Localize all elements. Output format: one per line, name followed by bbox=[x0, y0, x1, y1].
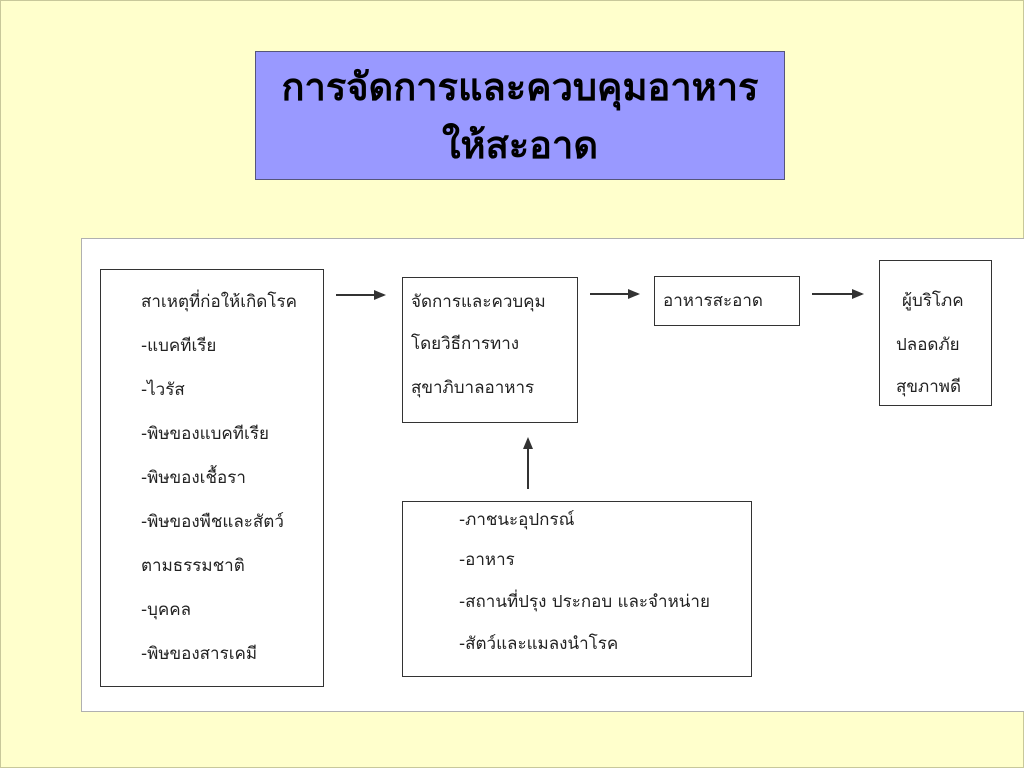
factors-box: -ภาชนะอุปกรณ์ -อาหาร -สถานที่ปรุง ประกอบ… bbox=[402, 501, 752, 677]
factors-item: -อาหาร bbox=[459, 550, 515, 570]
management-line: จัดการและควบคุม bbox=[411, 292, 546, 312]
causes-box: สาเหตุที่ก่อให้เกิดโรค -แบคทีเรีย -ไวรัส… bbox=[100, 269, 324, 687]
clean-food-box: อาหารสะอาด bbox=[654, 276, 800, 326]
consumer-line: ปลอดภัย bbox=[896, 335, 960, 355]
management-line: สุขาภิบาลอาหาร bbox=[411, 378, 535, 398]
consumer-line: ผู้บริโภค bbox=[902, 291, 964, 311]
consumer-box: ผู้บริโภค ปลอดภัย สุขภาพดี bbox=[879, 260, 992, 406]
factors-item: -สัตว์และแมลงนำโรค bbox=[459, 634, 619, 654]
causes-item: -พิษของสารเคมี bbox=[141, 644, 258, 664]
factors-item: -ภาชนะอุปกรณ์ bbox=[459, 510, 575, 530]
clean-food-label: อาหารสะอาด bbox=[663, 291, 763, 311]
causes-item: -พิษของเชื้อรา bbox=[141, 468, 246, 488]
diagram-panel: สาเหตุที่ก่อให้เกิดโรค -แบคทีเรีย -ไวรัส… bbox=[81, 238, 1024, 712]
causes-item: -พิษของแบคทีเรีย bbox=[141, 424, 269, 444]
arrows-layer bbox=[336, 289, 864, 489]
title-line-2: ให้สะอาด bbox=[441, 121, 599, 167]
consumer-line: สุขภาพดี bbox=[896, 377, 961, 397]
causes-item: -แบคทีเรีย bbox=[141, 336, 217, 356]
factors-item: -สถานที่ปรุง ประกอบ และจำหน่าย bbox=[459, 592, 710, 612]
causes-item: -ไวรัส bbox=[141, 380, 185, 400]
title-line-1: การจัดการและควบคุมอาหาร bbox=[281, 63, 759, 109]
title-box: การจัดการและควบคุมอาหาร ให้สะอาด bbox=[255, 51, 785, 180]
causes-heading: สาเหตุที่ก่อให้เกิดโรค bbox=[141, 292, 297, 312]
management-line: โดยวิธีการทาง bbox=[411, 334, 520, 354]
causes-item: -บุคคล bbox=[141, 600, 192, 620]
causes-item: -พิษของพืชและสัตว์ bbox=[141, 512, 284, 532]
management-box: จัดการและควบคุม โดยวิธีการทาง สุขาภิบาลอ… bbox=[402, 277, 578, 423]
causes-item: ตามธรรมชาติ bbox=[141, 556, 245, 576]
